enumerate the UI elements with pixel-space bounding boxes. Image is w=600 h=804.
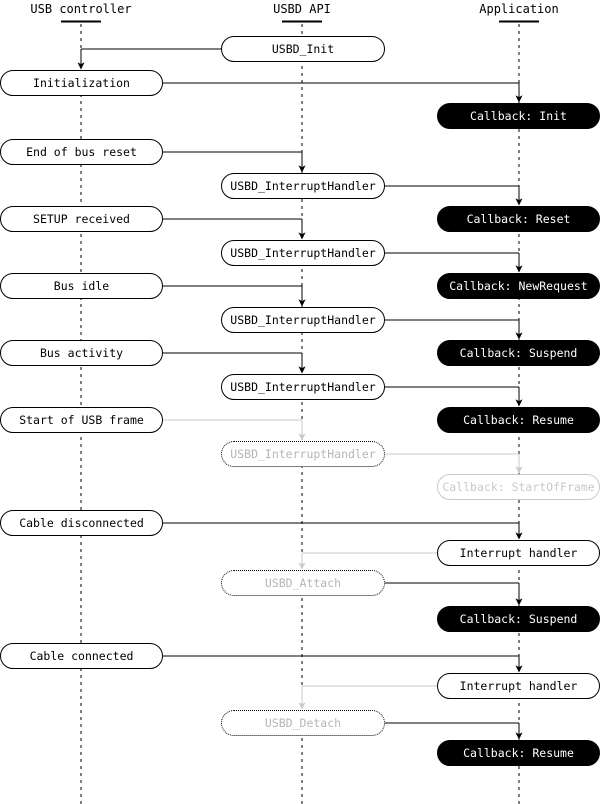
connector-c5	[163, 218, 306, 240]
node-label: USBD_InterruptHandler	[230, 313, 376, 327]
node-label: Callback: Init	[470, 109, 567, 123]
node-label: Cable disconnected	[19, 516, 144, 530]
node-label: End of bus reset	[26, 145, 137, 159]
node-label: Callback: Suspend	[459, 346, 578, 360]
lifeline-header-application: Application	[429, 2, 600, 16]
lifeline-header-usbd-api: USBD API	[212, 2, 392, 16]
node-label: Callback: Suspend	[459, 612, 578, 626]
node-callback-suspend-2[interactable]: Callback: Suspend	[437, 606, 600, 632]
connector-c6	[385, 252, 523, 273]
connector-c1	[77, 48, 221, 70]
node-interrupt-handler-4[interactable]: USBD_InterruptHandler	[221, 374, 385, 400]
node-bus-idle[interactable]: Bus idle	[0, 273, 163, 299]
node-callback-resume-2[interactable]: Callback: Resume	[437, 740, 600, 766]
connector-c4	[385, 185, 523, 206]
node-label: Callback: StartOfFrame	[442, 480, 595, 494]
node-label: USBD_InterruptHandler	[230, 447, 376, 461]
node-label: Callback: NewRequest	[449, 279, 588, 293]
connector-c9	[163, 352, 306, 374]
node-callback-init[interactable]: Callback: Init	[437, 103, 600, 129]
connector-c15	[385, 582, 523, 606]
node-callback-startofframe[interactable]: Callback: StartOfFrame	[437, 474, 600, 500]
node-label: Cable connected	[29, 649, 134, 663]
node-label: Interrupt handler	[459, 679, 578, 693]
node-label: Callback: Reset	[466, 212, 571, 226]
connector-c3	[163, 151, 306, 173]
node-label: Start of USB frame	[19, 413, 144, 427]
node-interrupt-handler-2[interactable]: USBD_InterruptHandler	[221, 240, 385, 266]
node-cable-disconnected[interactable]: Cable disconnected	[0, 510, 163, 536]
node-label: Callback: Resume	[463, 746, 574, 760]
node-setup-received[interactable]: SETUP received	[0, 206, 163, 232]
lifeline-label: USB controller	[30, 2, 132, 16]
connector-c17	[298, 685, 437, 710]
node-interrupt-handler-app-1[interactable]: Interrupt handler	[437, 540, 600, 566]
connector-c2	[163, 82, 523, 103]
node-end-of-bus-reset[interactable]: End of bus reset	[0, 139, 163, 165]
node-start-of-usb-frame[interactable]: Start of USB frame	[0, 407, 163, 433]
node-callback-resume-1[interactable]: Callback: Resume	[437, 407, 600, 433]
node-interrupt-handler-3[interactable]: USBD_InterruptHandler	[221, 307, 385, 333]
node-usbd-detach[interactable]: USBD_Detach	[221, 710, 385, 736]
node-label: USBD_InterruptHandler	[230, 246, 376, 260]
node-label: Interrupt handler	[459, 546, 578, 560]
connector-c8	[385, 319, 523, 340]
connector-c11	[163, 419, 306, 441]
node-label: USBD_Init	[271, 42, 335, 56]
node-label: Bus activity	[39, 346, 124, 360]
connector-c10	[385, 386, 523, 407]
lifeline-header-usb-controller: USB controller	[0, 2, 171, 16]
connector-c13	[163, 522, 523, 540]
node-label: USBD_InterruptHandler	[230, 380, 376, 394]
node-callback-suspend-1[interactable]: Callback: Suspend	[437, 340, 600, 366]
node-label: Bus idle	[53, 279, 110, 293]
node-bus-activity[interactable]: Bus activity	[0, 340, 163, 366]
node-callback-newrequest[interactable]: Callback: NewRequest	[437, 273, 600, 299]
node-interrupt-handler-app-2[interactable]: Interrupt handler	[437, 673, 600, 699]
node-label: USBD_Detach	[264, 716, 342, 730]
lifeline-label: USBD API	[273, 2, 331, 16]
node-initialization[interactable]: Initialization	[0, 70, 163, 96]
node-callback-reset[interactable]: Callback: Reset	[437, 206, 600, 232]
node-usbd-attach[interactable]: USBD_Attach	[221, 570, 385, 596]
connector-c14	[298, 552, 437, 570]
node-label: Callback: Resume	[463, 413, 574, 427]
connector-c7	[163, 285, 306, 307]
node-interrupt-handler-5[interactable]: USBD_InterruptHandler	[221, 441, 385, 467]
node-label: Initialization	[33, 76, 130, 90]
node-label: SETUP received	[33, 212, 130, 226]
connector-c16	[163, 655, 523, 673]
node-label: USBD_InterruptHandler	[230, 179, 376, 193]
node-cable-connected[interactable]: Cable connected	[0, 643, 163, 669]
node-interrupt-handler-1[interactable]: USBD_InterruptHandler	[221, 173, 385, 199]
connector-c18	[385, 722, 523, 740]
node-usbd-init[interactable]: USBD_Init	[221, 36, 385, 62]
connector-c12	[385, 453, 523, 474]
lifeline-label: Application	[479, 2, 559, 16]
node-label: USBD_Attach	[264, 576, 342, 590]
